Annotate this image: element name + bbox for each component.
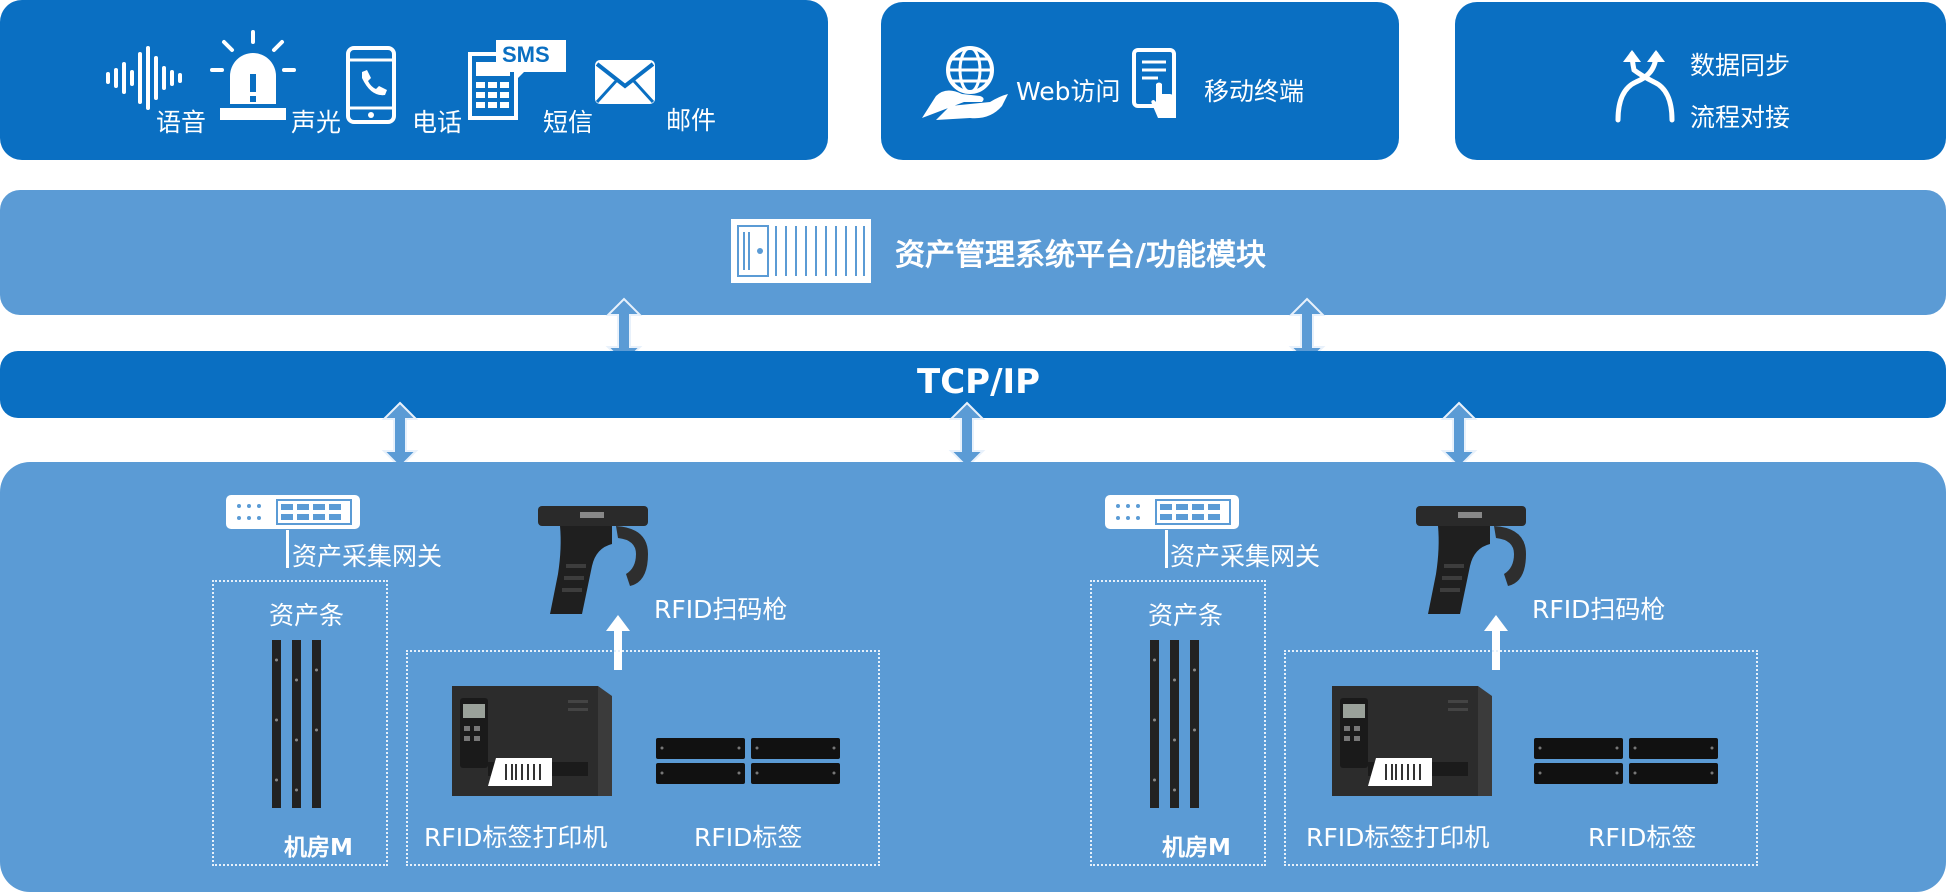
tcpip-title: TCP/IP [917, 362, 1041, 402]
up-arrow-icon [606, 615, 630, 670]
server-room-label: 机房M [1162, 835, 1231, 861]
rfid-tags-label: RFID标签 [1588, 823, 1697, 852]
sms-badge-text: SMS [502, 42, 550, 67]
gateway-connector-line [286, 530, 289, 568]
phone-icon [346, 46, 396, 124]
scanner-label: RFID扫码枪 [654, 595, 788, 624]
tcpip-bar [0, 351, 1946, 418]
siren-icon [210, 30, 296, 120]
process-integration-label: 流程对接 [1690, 103, 1791, 132]
alert-phone-label: 电话 [412, 108, 463, 137]
platform-bar [0, 190, 1946, 315]
server-rack-icon [731, 219, 871, 283]
printer-area-box [1284, 650, 1758, 866]
mail-icon [595, 60, 655, 104]
scanner-label: RFID扫码枪 [1532, 595, 1666, 624]
integration-panel [1455, 2, 1946, 160]
double-arrow-icon [1440, 401, 1478, 469]
gateway-label: 资产采集网关 [292, 542, 443, 571]
rfid-scanner-icon [1416, 506, 1526, 614]
data-sync-icon [1615, 50, 1675, 123]
label-printer-icon [1332, 686, 1492, 796]
asset-strip-title: 资产条 [1148, 601, 1224, 630]
gateway-label: 资产采集网关 [1170, 542, 1321, 571]
rfid-scanner-icon [538, 506, 648, 614]
label-printer-icon [452, 686, 612, 796]
server-room-box [1090, 580, 1266, 866]
asset-strip-icon [272, 640, 321, 808]
asset-strip-icon [1150, 640, 1199, 808]
rfid-tags-icon [1534, 738, 1718, 784]
voice-wave-icon [106, 46, 182, 110]
mobile-terminal-icon [1132, 48, 1176, 118]
rfid-tags-label: RFID标签 [694, 823, 803, 852]
sites-panel [0, 462, 1946, 892]
printer-area-box [406, 650, 880, 866]
rfid-tags-icon [656, 738, 840, 784]
alert-light-label: 声光 [291, 108, 342, 137]
up-arrow-icon [1484, 615, 1508, 670]
web-globe-hand-icon [922, 46, 1008, 120]
alert-voice-label: 语音 [156, 108, 207, 137]
label-printer-label: RFID标签打印机 [424, 823, 608, 852]
alert-mail-label: 邮件 [666, 106, 717, 135]
gateway-switch-icon [226, 495, 360, 529]
sms-icon [468, 40, 566, 120]
server-room-box [212, 580, 388, 866]
double-arrow-icon [381, 401, 419, 469]
data-sync-label: 数据同步 [1690, 51, 1791, 80]
server-room-label: 机房M [284, 835, 353, 861]
alert-sms-label: 短信 [543, 108, 594, 137]
double-arrow-icon [948, 401, 986, 469]
label-printer-label: RFID标签打印机 [1306, 823, 1490, 852]
mobile-terminal-label: 移动终端 [1204, 77, 1305, 106]
platform-title: 资产管理系统平台/功能模块 [895, 238, 1266, 273]
gateway-connector-line [1165, 530, 1168, 568]
asset-strip-title: 资产条 [269, 601, 345, 630]
gateway-switch-icon [1105, 495, 1239, 529]
web-access-label: Web访问 [1016, 77, 1121, 106]
